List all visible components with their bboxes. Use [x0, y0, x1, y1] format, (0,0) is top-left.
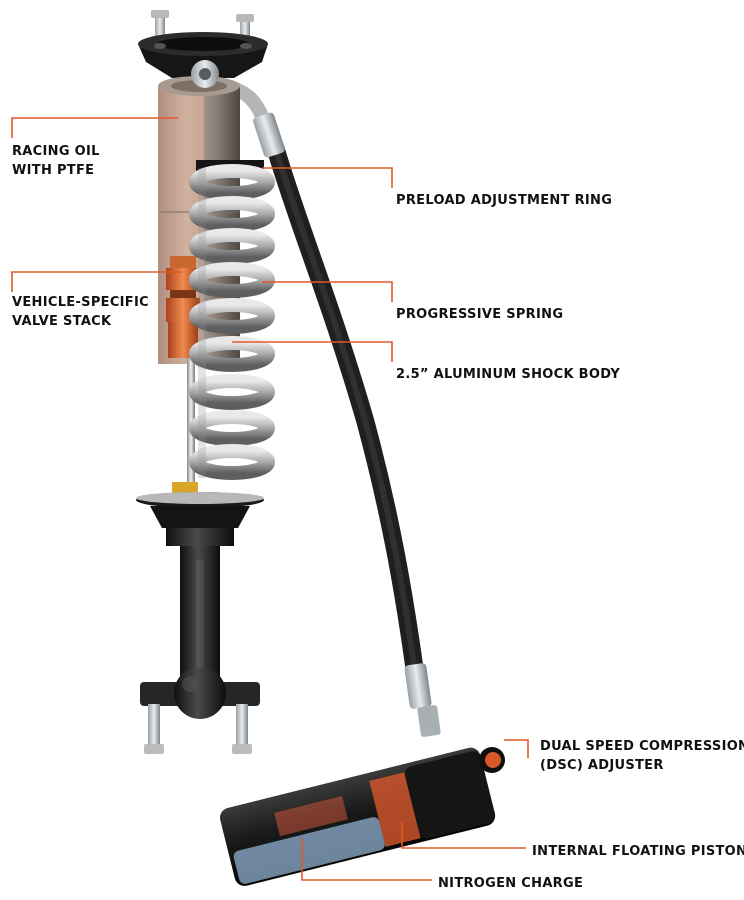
label-dsc-adjuster-line2: (DSC) ADJUSTER [540, 758, 664, 773]
label-floating-piston: INTERNAL FLOATING PISTON [532, 842, 744, 861]
label-nitrogen-charge: NITROGEN CHARGE [438, 874, 583, 893]
coil-spring [189, 164, 275, 480]
label-valve-stack: VEHICLE-SPECIFIC VALVE STACK [12, 293, 149, 331]
label-progressive-spring-line1: PROGRESSIVE SPRING [396, 307, 564, 322]
label-racing-oil-line2: WITH PTFE [12, 163, 95, 178]
label-preload-ring-line1: PRELOAD ADJUSTMENT RING [396, 193, 613, 208]
leader-line-shock-body [232, 341, 393, 362]
label-dsc-adjuster: DUAL SPEED COMPRESSION (DSC) ADJUSTER [540, 737, 744, 775]
remote-reservoir [219, 747, 496, 886]
label-shock-body-line1: 2.5” ALUMINUM SHOCK BODY [396, 367, 621, 382]
leader-line-racing-oil [11, 117, 178, 138]
leader-line-floating-piston [401, 822, 526, 849]
leader-line-nitrogen-charge [301, 838, 432, 881]
label-nitrogen-charge-line1: NITROGEN CHARGE [438, 876, 584, 891]
label-valve-stack-line2: VALVE STACK [12, 314, 112, 329]
label-progressive-spring: PROGRESSIVE SPRING [396, 305, 563, 324]
label-preload-ring: PRELOAD ADJUSTMENT RING [396, 191, 612, 210]
leader-line-dsc-adjuster [504, 739, 529, 758]
lower-spring-seat [136, 482, 264, 546]
label-racing-oil-line1: RACING OIL [12, 144, 100, 159]
leader-line-preload-ring [262, 167, 393, 188]
lower-body [180, 546, 220, 676]
dsc-adjuster-knob [479, 747, 505, 773]
label-shock-body: 2.5” ALUMINUM SHOCK BODY [396, 365, 620, 384]
label-racing-oil: RACING OIL WITH PTFE [12, 142, 100, 180]
label-floating-piston-line1: INTERNAL FLOATING PISTON [532, 844, 744, 859]
leader-line-valve-stack [11, 271, 182, 292]
leader-lines [11, 117, 529, 881]
lower-mount-eyelet [140, 667, 260, 754]
label-dsc-adjuster-line1: DUAL SPEED COMPRESSION [540, 739, 744, 754]
label-valve-stack-line1: VEHICLE-SPECIFIC [12, 295, 149, 310]
leader-line-progressive-spring [262, 281, 393, 302]
